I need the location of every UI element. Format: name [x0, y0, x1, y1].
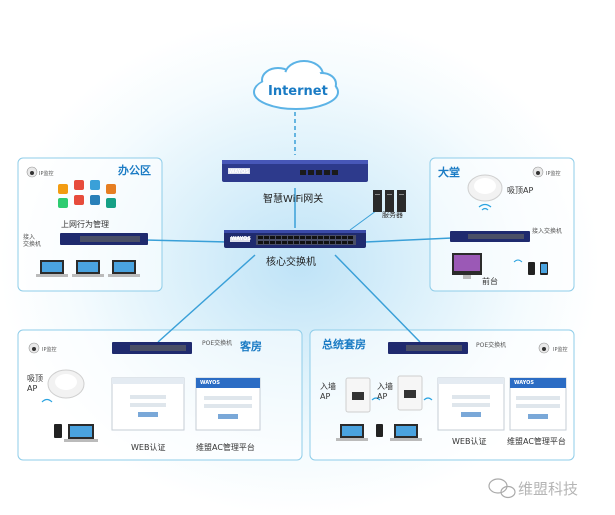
core-lobby-link [364, 237, 453, 243]
office-access-switch-label: 接入 交换机 [23, 234, 42, 248]
guest-title: 客房 [240, 340, 262, 353]
guest-web-auth-label: WEB认证 [131, 443, 166, 452]
suite-wall-ap-label-2: 入墙 AP [377, 382, 393, 401]
suite-ip-camera-label: IP监控 [553, 347, 568, 353]
lobby-ceiling-ap-icon [467, 174, 503, 211]
office-laptop-icons [36, 260, 140, 277]
suite-web-auth-label: WEB认证 [452, 437, 487, 446]
office-ip-camera-icon [26, 166, 38, 178]
gateway-brand-label: WAYOS [229, 169, 249, 175]
gateway-device-icon [222, 160, 368, 182]
office-ip-camera-label: IP监控 [39, 171, 54, 177]
suite-ip-camera-icon [538, 342, 550, 354]
guest-ip-camera-icon [28, 342, 40, 354]
lobby-access-switch-icon [450, 231, 530, 242]
lobby-ip-camera-icon [532, 166, 544, 178]
office-zone-box [17, 157, 163, 292]
core-guest-link [157, 254, 256, 343]
suite-wall-ap-label-1: 入墙 AP [320, 382, 336, 401]
internet-label: Internet [268, 84, 328, 99]
lobby-ip-camera-label: IP监控 [546, 171, 561, 177]
suite-title: 总统套房 [322, 338, 366, 351]
office-access-switch-icon [60, 233, 148, 245]
guest-poe-switch-icon [112, 342, 192, 354]
suite-poe-switch-icon [388, 342, 468, 354]
guest-devices-icon [54, 424, 98, 442]
suite-poe-switch-label: POE交换机 [476, 342, 507, 349]
suite-ac-brand-label: WAYOS [514, 380, 534, 386]
office-title: 办公区 [118, 164, 151, 177]
guest-ceiling-ap-icon [41, 369, 85, 403]
office-behavior-label: 上网行为管理 [61, 220, 109, 229]
core-switch-icon [224, 230, 366, 248]
suite-ac-platform-screen [509, 377, 567, 431]
internet-cloud-icon [253, 60, 339, 110]
guest-ceiling-ap-label: 吸顶 AP [27, 374, 43, 393]
app-icons-cluster [58, 180, 116, 208]
lobby-imac-icon [452, 253, 482, 279]
guest-ac-brand-label: WAYOS [200, 380, 220, 386]
guest-ip-camera-label: IP监控 [42, 347, 57, 353]
core-switch-label: 核心交换机 [266, 257, 316, 268]
guest-ac-platform-label: 维盟AC管理平台 [196, 443, 255, 452]
suite-ac-platform-label: 维盟AC管理平台 [507, 437, 566, 446]
lobby-access-switch-label: 接入交换机 [532, 228, 563, 235]
suite-devices-icon [336, 424, 422, 441]
guest-ac-platform-screen [195, 377, 261, 431]
suite-web-auth-screen [437, 377, 505, 431]
watermark-text: 维盟科技 [518, 480, 579, 498]
gateway-label: 智慧WiFi网关 [263, 194, 324, 205]
core-switch-brand-label: WAYOS [231, 236, 251, 242]
server-label: 服务器 [382, 211, 403, 219]
lobby-phone-icons [513, 259, 548, 275]
core-suite-link [334, 254, 421, 343]
lobby-title: 大堂 [438, 166, 460, 179]
guest-web-auth-screen [111, 377, 185, 431]
wechat-logo-icon [488, 478, 516, 499]
suite-wall-ap-icons [345, 375, 433, 413]
core-office-link [144, 239, 229, 243]
lobby-ceiling-ap-label: 吸顶AP [507, 186, 534, 195]
lobby-front-desk-label: 前台 [482, 277, 498, 286]
server-icon [373, 190, 406, 212]
guest-poe-switch-label: POE交换机 [202, 340, 233, 347]
